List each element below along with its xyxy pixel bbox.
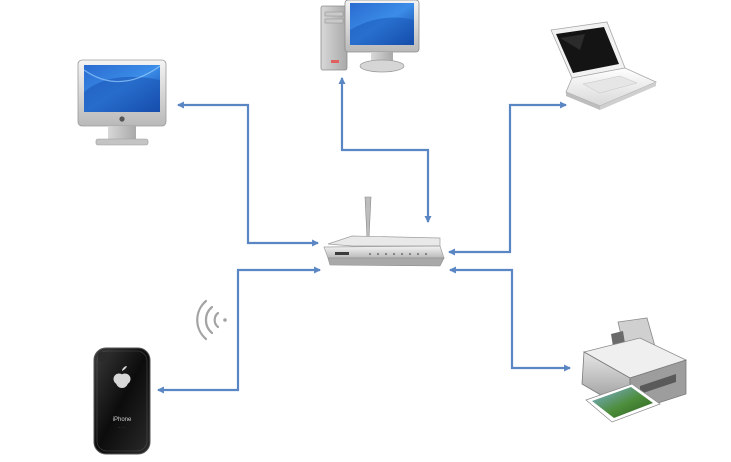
- connection-router-imac: [176, 101, 320, 247]
- iphone-back-fineprint: · · ·: [119, 426, 124, 430]
- printed-photo: [585, 383, 661, 423]
- connection-router-laptop: [447, 101, 568, 256]
- connection-router-iphone: [156, 266, 322, 394]
- connection-router-printer: [448, 266, 572, 372]
- wifi-signal-icon: [196, 299, 227, 341]
- desktop-tower-pc-icon: [320, 0, 420, 73]
- iphone-back-label: iPhone: [113, 417, 132, 423]
- apple-logo-icon: [113, 366, 131, 388]
- iphone-icon: iPhone · · ·: [93, 347, 151, 455]
- wireless-router-icon: [323, 196, 445, 267]
- inkjet-printer-icon: [581, 317, 688, 423]
- connections: [156, 76, 572, 394]
- macbook-laptop-icon: [550, 21, 657, 110]
- imac-desktop-icon: [77, 59, 167, 146]
- connection-router-tower-pc: [338, 76, 432, 224]
